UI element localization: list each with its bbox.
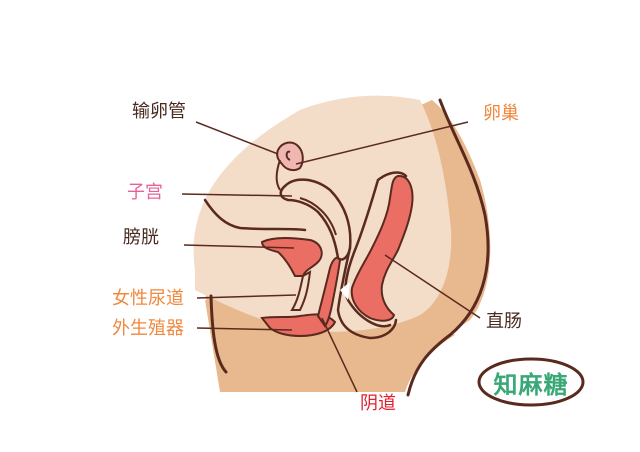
watermark-logo [477, 357, 585, 407]
leader-rectum [384, 254, 481, 319]
urethra-shape [290, 270, 312, 311]
leader-fallopian-tube [195, 121, 279, 155]
leader-urethra [196, 294, 297, 299]
label-vagina: 阴道 [360, 393, 396, 414]
uterus-inner-line [299, 197, 337, 236]
leader-uterus [181, 193, 293, 197]
back-outline [406, 98, 490, 397]
rectum-outer-outline [344, 171, 408, 328]
leader-vagina [321, 317, 358, 393]
label-uterus: 子宫 [127, 182, 163, 203]
label-ovary: 卵巢 [483, 103, 519, 124]
leader-bladder [183, 244, 295, 249]
peritoneum-fold [203, 198, 307, 232]
label-rectum: 直肠 [486, 311, 522, 332]
leader-lines [181, 121, 481, 393]
uterus-shape [279, 178, 352, 261]
label-urethra: 女性尿道 [112, 288, 184, 309]
logo-oval [477, 357, 585, 407]
label-fallopian-tube: 输卵管 [132, 101, 186, 122]
label-bladder: 膀胱 [123, 227, 159, 248]
rectum-shape [350, 175, 414, 322]
vagina-back-outline [336, 246, 398, 340]
buttocks-region [205, 300, 455, 392]
label-external-genitalia: 外生殖器 [112, 318, 184, 339]
leader-ovary [295, 121, 469, 165]
leader-genitalia [196, 327, 293, 331]
fallopian-tube-curl [275, 150, 291, 191]
watermark-text: 知麻糖 [493, 371, 569, 399]
front-outline [209, 294, 228, 374]
white-gap [340, 282, 350, 300]
genitalia-shape [260, 313, 337, 338]
